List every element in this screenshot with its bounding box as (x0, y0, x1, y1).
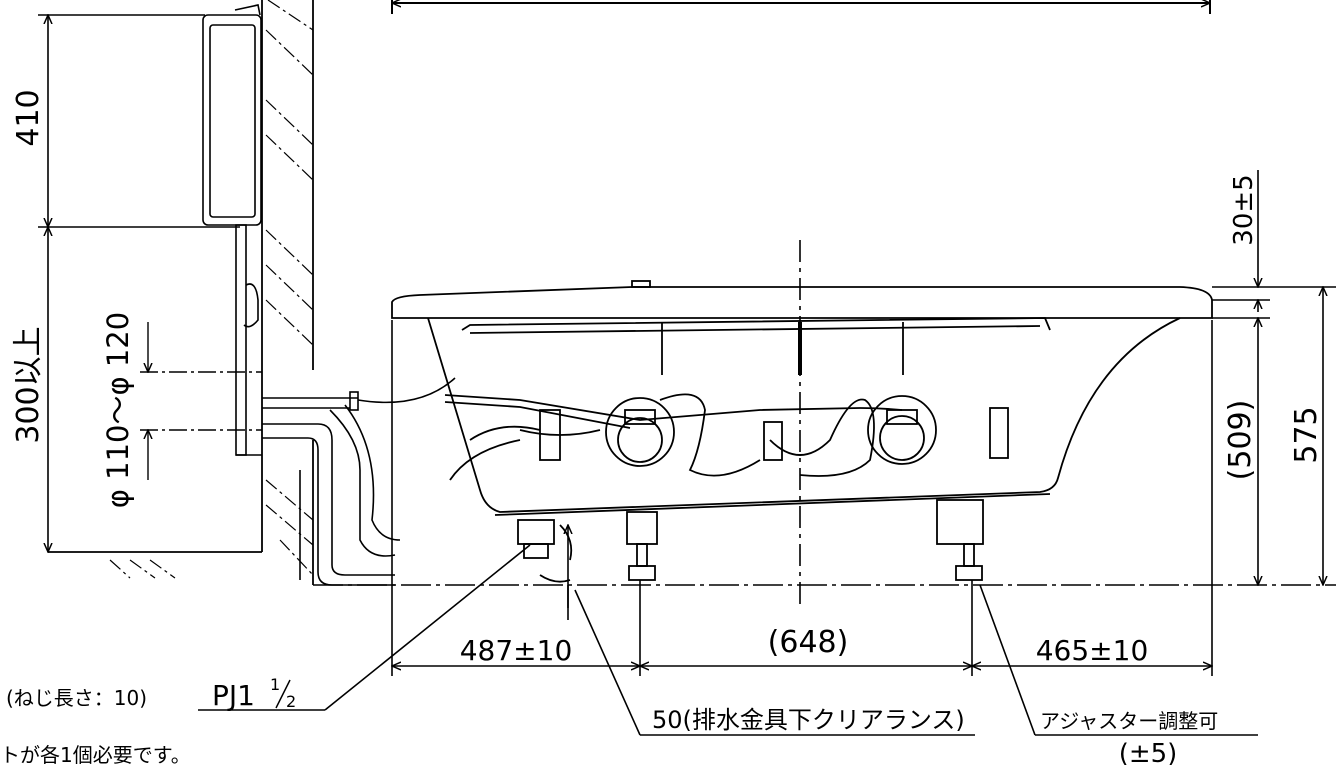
pipe-dimension-lines (140, 322, 262, 480)
note-footer: トが各1個必要です。 (0, 743, 191, 765)
note-adjuster: アジャスター調整可 (1040, 709, 1218, 733)
dim-inner-height: (509) (1223, 400, 1258, 481)
dim-pipe-range: φ 110〜φ 120 (101, 312, 135, 508)
wall (48, 0, 314, 585)
dim-top-gap: 30±5 (1229, 174, 1259, 245)
top-dimension-line (391, 0, 1211, 14)
bathtub (391, 280, 1213, 583)
note-thread-length: (ねじ長さ：10) (6, 686, 147, 710)
thread-fraction-bar (275, 679, 291, 709)
bottom-dimension-lines (392, 320, 1212, 676)
unit-dimension-lines (38, 15, 240, 552)
drain-pipes (262, 377, 456, 586)
dim-unit-height: 410 (11, 89, 46, 146)
dim-total-height: 575 (1289, 406, 1324, 463)
dim-right-offset: 465±10 (1036, 634, 1149, 667)
right-dimension-lines (1212, 170, 1336, 585)
note-adjuster-range: (±5) (1119, 739, 1178, 765)
dim-left-offset: 487±10 (460, 634, 573, 667)
dim-center-span: (648) (768, 625, 849, 660)
note-thread-sub: 2 (286, 692, 296, 711)
leader-lines (198, 525, 1258, 736)
dim-clearance-min: 300以上 (11, 326, 46, 443)
wall-unit (202, 4, 262, 456)
note-thread-sup: 1 (270, 675, 280, 694)
note-drain-clearance: 50(排水金具下クリアランス) (652, 706, 965, 734)
note-thread-spec: PJ1 (212, 679, 255, 712)
